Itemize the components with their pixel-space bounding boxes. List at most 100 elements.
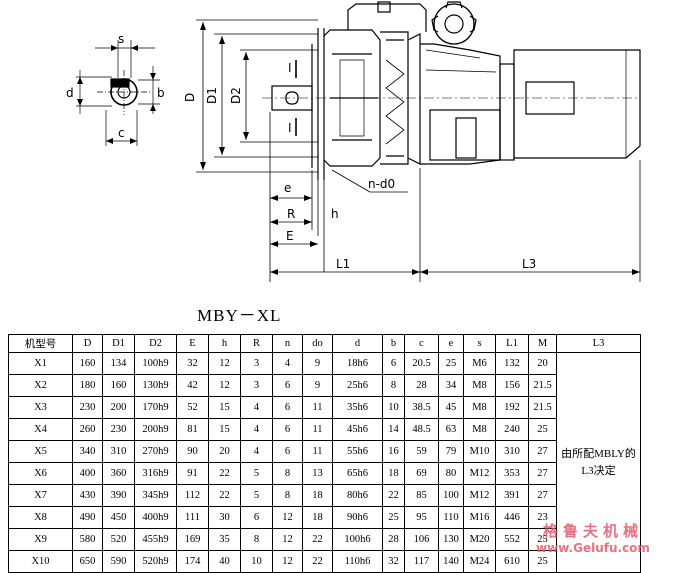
table-cell: 80 (438, 462, 464, 485)
table-cell: 20.5 (404, 352, 439, 375)
table-cell: 192 (495, 396, 529, 419)
table-cell: 4 (272, 352, 303, 375)
header-cell: e (438, 334, 464, 353)
header-cell: M (528, 334, 557, 353)
header-cell: D (72, 334, 103, 353)
table-cell: 22 (208, 484, 241, 507)
table-cell: X3 (8, 396, 73, 419)
table-cell: 18 (302, 484, 333, 507)
watermark-brand: 格鲁夫机械 (542, 522, 643, 540)
table-cell: 21.5 (528, 374, 557, 397)
table-cell: X7 (8, 484, 73, 507)
table-cell: 590 (102, 550, 135, 573)
table-cell: 100h9 (134, 352, 177, 375)
table-cell: 22 (208, 462, 241, 485)
table-cell: 112 (176, 484, 209, 507)
table-cell: 169 (176, 528, 209, 551)
table-cell: 455h9 (134, 528, 177, 551)
table-cell: 35h6 (332, 396, 383, 419)
table-cell: 200h9 (134, 418, 177, 441)
table-cell: 11 (302, 396, 333, 419)
label-section-top: I (288, 61, 292, 75)
table-cell: 111 (176, 506, 209, 529)
table-cell: 130 (438, 528, 464, 551)
header-cell: 机型号 (8, 334, 73, 353)
table-cell: 22 (302, 528, 333, 551)
table-cell: 12 (208, 352, 241, 375)
table-cell: M24 (463, 550, 496, 573)
table-cell: 65h6 (332, 462, 383, 485)
header-cell: R (240, 334, 273, 353)
header-cell: d (332, 334, 383, 353)
header-cell: c (404, 334, 439, 353)
table-cell: 3 (240, 374, 273, 397)
dimension-arrows (77, 22, 640, 275)
technical-drawing: s d b c D D1 D2 e R h E n-d0 L1 L3 I I (66, 1, 641, 282)
length-dimensions (269, 112, 641, 282)
table-cell: 310 (102, 440, 135, 463)
table-cell: 59 (404, 440, 439, 463)
table-cell: 6 (272, 440, 303, 463)
table-cell: 12 (208, 374, 241, 397)
table-cell: 25 (382, 506, 405, 529)
table-cell: 32 (382, 550, 405, 573)
header-cell: do (302, 334, 333, 353)
header-cell: h (208, 334, 241, 353)
header-cell: L3 (556, 334, 641, 353)
table-cell: 360 (102, 462, 135, 485)
table-cell: 156 (495, 374, 529, 397)
table-cell: 6 (272, 374, 303, 397)
table-cell: 340 (72, 440, 103, 463)
table-cell: 100 (438, 484, 464, 507)
table-cell: 490 (72, 506, 103, 529)
table-cell: 580 (72, 528, 103, 551)
header-cell: L1 (495, 334, 529, 353)
table-cell: 18 (302, 506, 333, 529)
table-cell: 20 (208, 440, 241, 463)
l3-note-cell: 由所配MBLY的L3决定 (556, 352, 641, 573)
table-cell: 25h6 (332, 374, 383, 397)
diameter-dimensions (196, 19, 318, 173)
table-cell: 106 (404, 528, 439, 551)
table-cell: 316h9 (134, 462, 177, 485)
table-cell: 310 (495, 440, 529, 463)
table-cell: 12 (272, 550, 303, 573)
table-cell: 3 (240, 352, 273, 375)
table-cell: 30 (208, 506, 241, 529)
table-cell: X5 (8, 440, 73, 463)
table-cell: 174 (176, 550, 209, 573)
reducer-body (262, 1, 641, 180)
table-cell: 80h6 (332, 484, 383, 507)
table-cell: 6 (382, 352, 405, 375)
table-cell: 4 (240, 396, 273, 419)
table-cell: X1 (8, 352, 73, 375)
table-cell: 180 (72, 374, 103, 397)
table-cell: X9 (8, 528, 73, 551)
table-cell: 4 (240, 418, 273, 441)
table-cell: 390 (102, 484, 135, 507)
table-cell: 90h6 (332, 506, 383, 529)
table-cell: 132 (495, 352, 529, 375)
table-cell: 90 (176, 440, 209, 463)
table-cell: M10 (463, 440, 496, 463)
label-D2: D2 (229, 87, 243, 104)
table-cell: 25 (438, 352, 464, 375)
table-cell: 63 (438, 418, 464, 441)
table-cell: 10 (382, 396, 405, 419)
table-cell: 45 (438, 396, 464, 419)
header-cell: b (382, 334, 405, 353)
model-title: MBY－XL (197, 306, 282, 325)
watermark: 格鲁夫机械 www.Gelufu.com (512, 520, 674, 555)
table-cell: M8 (463, 418, 496, 441)
table-cell: M20 (463, 528, 496, 551)
table-cell: 130h9 (134, 374, 177, 397)
table-cell: 117 (404, 550, 439, 573)
header-cell: E (176, 334, 209, 353)
table-cell: X8 (8, 506, 73, 529)
table-cell: 13 (302, 462, 333, 485)
table-cell: 391 (495, 484, 529, 507)
table-cell: 110h6 (332, 550, 383, 573)
